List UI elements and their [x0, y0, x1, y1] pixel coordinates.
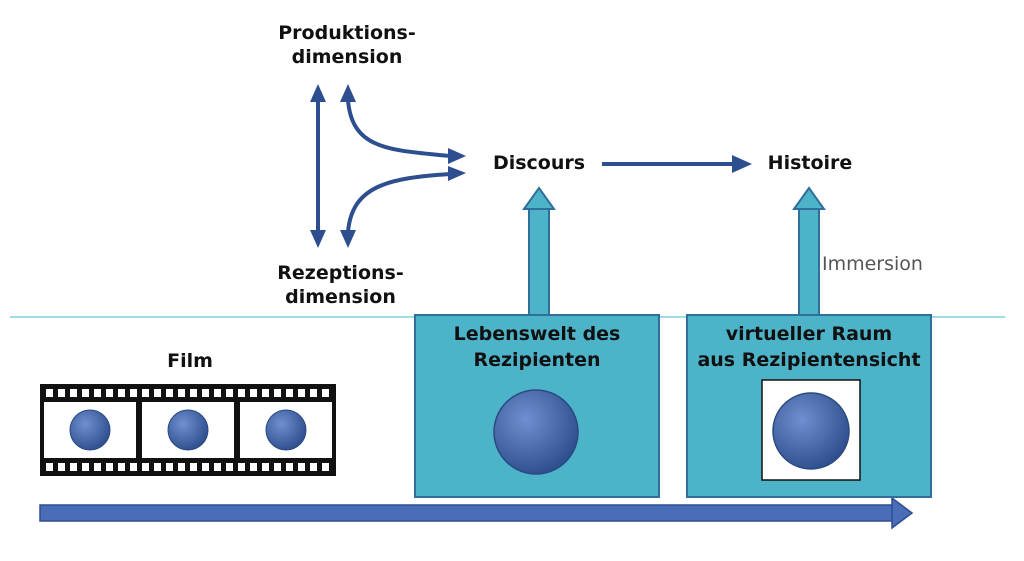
film-strip [40, 384, 336, 476]
lebenswelt-circle [493, 389, 579, 475]
film-label: Film [167, 350, 213, 372]
lebenswelt-title: Lebenswelt des Rezipienten [453, 323, 621, 371]
immersion-label: Immersion [822, 253, 923, 275]
arrowhead-down-right [340, 230, 356, 248]
histoire-label: Histoire [767, 152, 853, 174]
virtueller-raum-graphic [761, 379, 861, 481]
film-frame-2-circle [167, 409, 209, 451]
lebenswelt-box: Lebenswelt des Rezipienten [414, 314, 660, 498]
virtueller-raum-box: virtueller Raum aus Rezipientensicht [686, 314, 932, 498]
virtueller-raum-title: virtueller Raum aus Rezipientensicht [697, 323, 921, 371]
curve-lower-to-discours [346, 172, 451, 233]
film-frame-3-circle [265, 409, 307, 451]
lebenswelt-up-arrow [522, 186, 556, 317]
lebenswelt-graphic [493, 389, 579, 475]
produktionsdimension-label: Produktions- dimension [278, 22, 416, 68]
arrowhead-down-left [310, 230, 326, 248]
film-frame-1-circle [69, 409, 111, 451]
arrowhead-discours-lower [448, 166, 466, 181]
arrowhead-discours-upper [448, 148, 466, 164]
arrowhead-histoire [732, 155, 752, 173]
curve-upper-to-discours [346, 99, 451, 158]
discours-label: Discours [492, 152, 586, 174]
arrowhead-up-left [310, 84, 326, 102]
immersion-up-arrow [792, 186, 826, 317]
timeline-arrow [39, 496, 914, 530]
arrowhead-up-right [340, 84, 356, 102]
rezeptionsdimension-label: Rezeptions- dimension [277, 262, 404, 308]
virtual-circle [772, 392, 850, 470]
